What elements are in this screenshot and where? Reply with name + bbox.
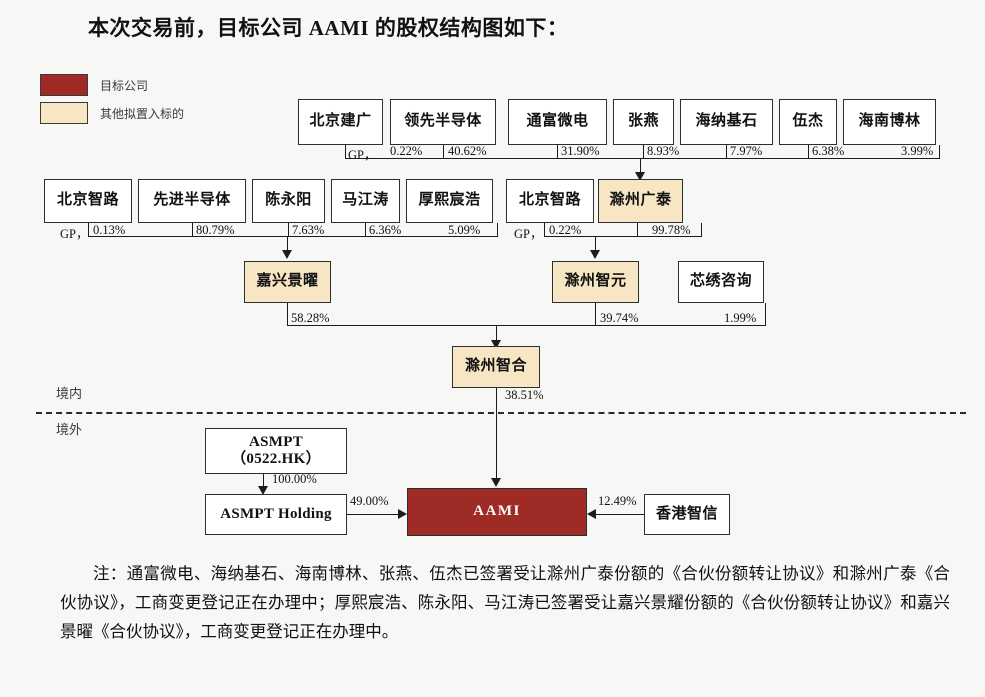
row2-pct-chuzhou-guangtai: 99.78% (652, 223, 691, 237)
pct-holding-to-aami: 49.00% (350, 494, 389, 508)
connector-row1-drop-6 (808, 145, 809, 158)
node-asmpt-holding[interactable]: ASMPT Holding (205, 494, 347, 535)
node-chen-yongyang[interactable]: 陈永阳 (252, 179, 325, 223)
arrow-to-chuzhou-zhiyuan (590, 250, 600, 259)
region-label-offshore: 境外 (56, 422, 83, 437)
connector-row1-drop-2 (443, 145, 444, 158)
connector-row3-to-chuzhou-zhihe (496, 325, 497, 342)
page-title: 本次交易前，目标公司 AAMI 的股权结构图如下： (88, 16, 569, 40)
footnote-text: 注：通富微电、海纳基石、海南博林、张燕、伍杰已签署受让滁州广泰份额的《合伙份额转… (60, 564, 950, 641)
node-haina-jishi[interactable]: 海纳基石 (680, 99, 773, 145)
connector-row2-left-drop-1 (88, 223, 89, 236)
row1-pct-wu-jie: 6.38% (812, 144, 845, 158)
legend-item-other-assets: 其他拟置入标的 (40, 102, 184, 124)
connector-row3-drop-2 (595, 303, 596, 325)
connector-row2-left-to-jiaxing-jingyao (287, 236, 288, 252)
connector-row1-drop-7 (939, 145, 940, 158)
arrow-row1-to-chuzhou-guangtai (635, 172, 645, 181)
arrow-asmpt-to-holding (258, 486, 268, 495)
legend-label-target-company: 目标公司 (100, 78, 149, 93)
node-xianjin-semiconductor[interactable]: 先进半导体 (138, 179, 246, 223)
node-asmpt-line2: （0522.HK） (231, 451, 321, 467)
connector-row2-right-drop-1 (544, 223, 545, 236)
connector-asmpt-to-holding (263, 474, 264, 488)
connector-hk-zhixin-to-aami (596, 514, 644, 515)
node-lingxian-semiconductor[interactable]: 领先半导体 (390, 99, 496, 145)
node-chuzhou-guangtai[interactable]: 滁州广泰 (598, 179, 683, 223)
arrow-holding-to-aami (398, 509, 407, 519)
arrow-hk-zhixin-to-aami (587, 509, 596, 519)
node-jiaxing-jingyao[interactable]: 嘉兴景曜 (244, 261, 331, 303)
connector-row1-drop-5 (726, 145, 727, 158)
region-label-onshore: 境内 (56, 386, 83, 401)
row2-right-gp-label: GP， (514, 227, 543, 241)
connector-row2-left-drop-4 (365, 223, 366, 236)
row2-pct-houxi-chenhao: 5.09% (448, 223, 481, 237)
connector-row2-left-drop-3 (288, 223, 289, 236)
row2-pct-chen-yongyang: 7.63% (292, 223, 325, 237)
node-houxi-chenhao[interactable]: 厚熙宸浩 (406, 179, 493, 223)
connector-holding-to-aami (347, 514, 399, 515)
connector-row2-left-rail (88, 236, 498, 237)
legend-item-target-company: 目标公司 (40, 74, 148, 96)
row1-pct-tongfu-microelectronics: 31.90% (561, 144, 600, 158)
node-hk-zhixin[interactable]: 香港智信 (644, 494, 730, 535)
node-wu-jie[interactable]: 伍杰 (779, 99, 837, 145)
arrow-to-jiaxing-jingyao (282, 250, 292, 259)
arrow-to-chuzhou-zhihe (491, 340, 501, 349)
node-ma-jiangtao[interactable]: 马江涛 (331, 179, 400, 223)
connector-row3-drop-3 (765, 303, 766, 325)
connector-chuzhou-zhihe-to-aami (496, 388, 497, 480)
pct-asmpt-to-holding: 100.00% (272, 472, 317, 486)
connector-row3-drop-1 (287, 303, 288, 325)
row2-pct-ma-jiangtao: 6.36% (369, 223, 402, 237)
node-asmpt-line1: ASMPT (249, 433, 303, 450)
node-tongfu-microelectronics[interactable]: 通富微电 (508, 99, 607, 145)
node-hainan-bolin[interactable]: 海南博林 (843, 99, 936, 145)
legend-swatch-target-company (40, 74, 88, 96)
legend-swatch-other-assets (40, 102, 88, 124)
connector-row2-right-drop-2 (637, 223, 638, 236)
node-beijing-zhilu-right[interactable]: 北京智路 (506, 179, 594, 223)
connector-row2-left-drop-5 (497, 223, 498, 236)
legend-label-other-assets: 其他拟置入标的 (100, 106, 185, 121)
connector-row2-right-drop-3 (701, 223, 702, 236)
row3-pct-jiaxing-jingyao: 58.28% (291, 311, 330, 325)
row1-pct-haina-jishi: 7.97% (730, 144, 763, 158)
row2-left-gp-label: GP， (60, 227, 89, 241)
onshore-offshore-divider (36, 412, 966, 414)
connector-row1-rail (345, 158, 940, 159)
row3-pct-chuzhou-zhiyuan: 39.74% (600, 311, 639, 325)
connector-row2-right-to-chuzhou-zhiyuan (595, 236, 596, 252)
row1-pct-lingxian-semiconductor: 40.62% (448, 144, 487, 158)
midco-pct-to-aami: 38.51% (505, 388, 544, 402)
node-zhang-yan[interactable]: 张燕 (613, 99, 674, 145)
connector-row1-drop-1 (345, 145, 346, 158)
row2-pct-xianjin-semiconductor: 80.79% (196, 223, 235, 237)
connector-row1-drop-3 (557, 145, 558, 158)
arrow-chuzhou-zhihe-to-aami (491, 478, 501, 487)
node-beijing-zhilu-left[interactable]: 北京智路 (44, 179, 132, 223)
node-chuzhou-zhiyuan[interactable]: 滁州智元 (552, 261, 639, 303)
row2-pct-beijing-zhilu-right: 0.22% (549, 223, 582, 237)
row1-pct-beijing-jianguang: 0.22% (390, 144, 423, 158)
connector-row1-drop-4 (643, 145, 644, 158)
node-beijing-jianguang[interactable]: 北京建广 (298, 99, 383, 145)
connector-row3-rail (287, 325, 766, 326)
pct-hk-zhixin-to-aami: 12.49% (598, 494, 637, 508)
row1-gp-label: GP， (348, 148, 377, 162)
node-aami[interactable]: AAMI (407, 488, 587, 536)
node-xinxiu-consulting[interactable]: 芯绣咨询 (678, 261, 764, 303)
node-asmpt[interactable]: ASMPT （0522.HK） (205, 428, 347, 474)
row3-pct-xinxiu-consulting: 1.99% (724, 311, 757, 325)
row2-pct-beijing-zhilu-left: 0.13% (93, 223, 126, 237)
row1-pct-hainan-bolin: 3.99% (901, 144, 934, 158)
row1-pct-zhang-yan: 8.93% (647, 144, 680, 158)
connector-row2-right-rail (544, 236, 702, 237)
connector-row1-to-chuzhou-guangtai (640, 158, 641, 174)
connector-row2-left-drop-2 (192, 223, 193, 236)
node-chuzhou-zhihe[interactable]: 滁州智合 (452, 346, 540, 388)
